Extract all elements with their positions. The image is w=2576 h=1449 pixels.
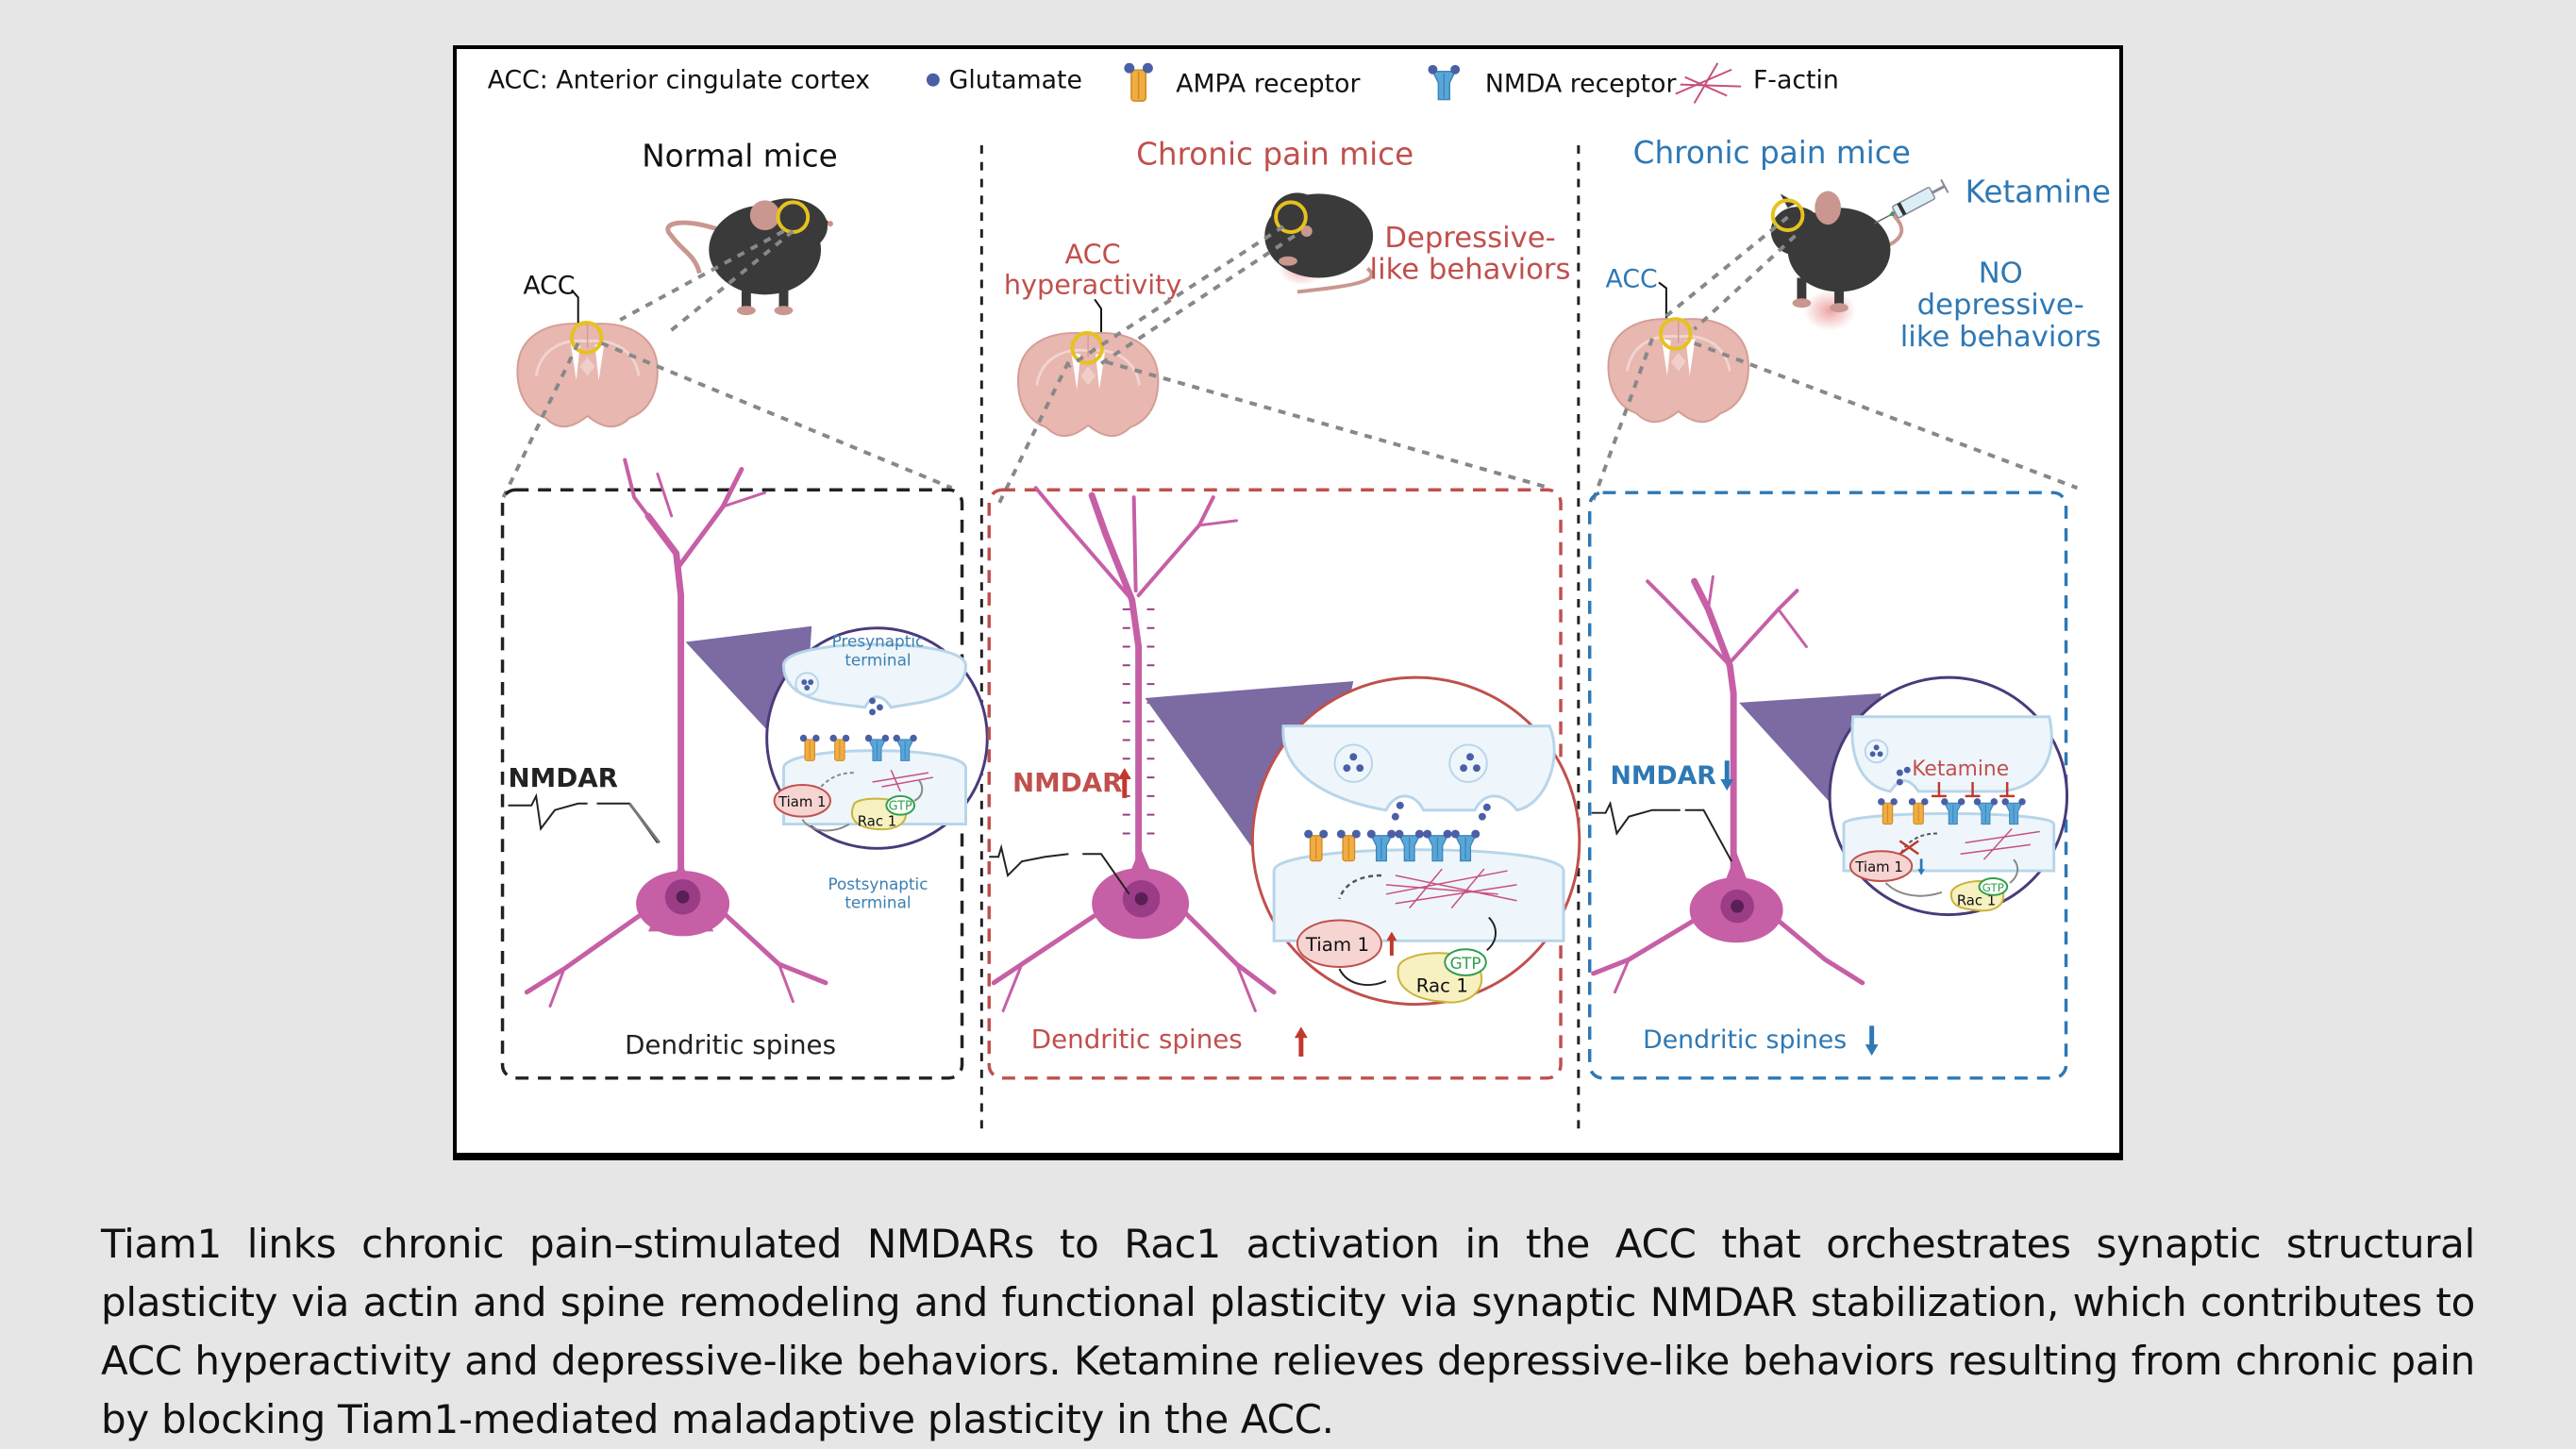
graphical-abstract-figure: ACC: Anterior cingulate cortex Glutamate… xyxy=(453,45,2123,1160)
brain-section-icon xyxy=(515,322,660,428)
figure-caption: Tiam1 links chronic pain–stimulated NMDA… xyxy=(101,1221,2475,1442)
tiam1-label: Tiam 1 xyxy=(1305,934,1369,956)
syringe-icon xyxy=(1874,178,1949,225)
synapse-inset: Ketamine Tiam 1 Rac 1 GTP xyxy=(1828,675,2069,917)
acc-ring-icon xyxy=(1070,330,1105,365)
ampa-receptor-icon xyxy=(1123,61,1154,102)
block-x-icon xyxy=(1899,840,1919,856)
brain-section-icon xyxy=(1607,317,1750,424)
rac1-label: Rac 1 xyxy=(858,814,896,830)
figure-canvas: ACC: Anterior cingulate cortex Glutamate… xyxy=(488,61,2111,1133)
f-actin-icon xyxy=(1675,62,1742,104)
nmda-receptor-icon xyxy=(1427,64,1461,101)
current-trace xyxy=(989,843,1130,895)
acc-label: ACC xyxy=(523,271,575,300)
nmdar-label: NMDAR xyxy=(508,762,618,793)
detail-box xyxy=(987,488,1563,1080)
acc-label: ACC xyxy=(1606,264,1658,293)
spines-label: Dendritic spines xyxy=(1643,1025,1847,1055)
behavior-label: Depressive-like behaviors xyxy=(1370,222,1571,287)
gtp-label: GTP xyxy=(889,800,912,814)
rac1-label: Rac 1 xyxy=(1957,893,1996,909)
synapse-inset: Tiam 1 Rac 1 GTP xyxy=(1250,675,1581,1007)
inhibition-icon xyxy=(1932,782,2016,798)
acc-ring-icon xyxy=(1274,200,1308,234)
mouse-icon xyxy=(1264,192,1374,294)
current-trace xyxy=(508,792,659,843)
mouse-icon xyxy=(1770,191,1919,331)
legend-acc-definition: ACC: Anterior cingulate cortex xyxy=(488,66,870,95)
nmdar-label: NMDAR xyxy=(1610,761,1716,791)
acc-ring-icon xyxy=(1770,198,1805,233)
panel-chronic-pain: Chronic pain mice Depressive-like behavi… xyxy=(987,137,1581,1080)
legend-ampa-label: AMPA receptor xyxy=(1176,70,1360,99)
spines-label: Dendritic spines xyxy=(1031,1024,1243,1055)
up-arrow-icon xyxy=(1294,1026,1308,1058)
panel-title: Chronic pain mice xyxy=(1136,137,1413,173)
synapse-ketamine-label: Ketamine xyxy=(1912,758,2009,781)
glutamate-dot-icon xyxy=(926,73,940,87)
legend-nmda-label: NMDA receptor xyxy=(1485,70,1677,99)
gtp-label: GTP xyxy=(1450,954,1481,973)
detail-box xyxy=(500,488,964,1080)
spines-label: Dendritic spines xyxy=(625,1029,836,1060)
nmdar-label: NMDAR xyxy=(1012,767,1123,798)
panel-title: Normal mice xyxy=(642,139,837,175)
legend-factin-label: F-actin xyxy=(1753,66,1839,95)
tiam1-label: Tiam 1 xyxy=(778,794,826,810)
neuron-icon xyxy=(991,486,1277,1013)
acc-ring-icon xyxy=(569,321,604,355)
acc-ring-icon xyxy=(1658,317,1693,351)
dense-spines xyxy=(1122,608,1155,835)
legend: ACC: Anterior cingulate cortex Glutamate… xyxy=(488,61,1839,104)
ketamine-label: Ketamine xyxy=(1965,174,2111,209)
mouse-icon xyxy=(665,198,833,316)
down-arrow-icon xyxy=(1865,1025,1879,1057)
rac1-label: Rac 1 xyxy=(1416,975,1468,997)
neuron-icon xyxy=(1591,575,1865,994)
gtp-label: GTP xyxy=(1982,881,2004,894)
neuron-icon xyxy=(524,458,828,1008)
current-trace xyxy=(1591,800,1733,862)
panel-title: Chronic pain mice xyxy=(1633,135,1911,171)
legend-glutamate-label: Glutamate xyxy=(949,66,1082,95)
panel-normal: Normal mice ACC xyxy=(500,139,989,1080)
electrode-icon xyxy=(627,802,661,844)
tiam1-label: Tiam 1 xyxy=(1854,859,1902,875)
